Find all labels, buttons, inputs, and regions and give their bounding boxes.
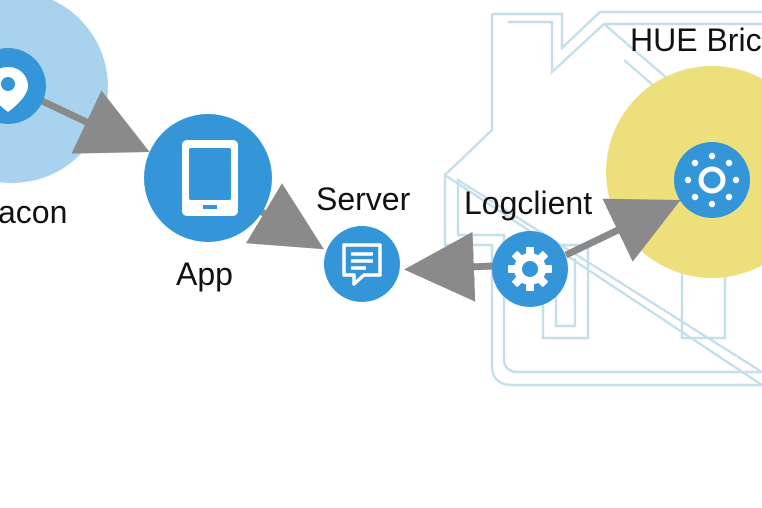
beacon-label: acon xyxy=(0,194,68,230)
hue-bridge-ring-icon xyxy=(684,152,740,208)
arrow-app-to-server xyxy=(245,183,325,250)
arrow-beacon-to-app xyxy=(38,90,150,154)
server-node xyxy=(324,226,400,302)
server-label: Server xyxy=(316,181,411,217)
arrow-logclient-to-bridge xyxy=(564,198,681,262)
hue-bridge-label: HUE Bric xyxy=(630,22,762,58)
chat-message-icon xyxy=(342,243,382,286)
hue-bridge-node xyxy=(674,142,750,218)
house-left-roof xyxy=(444,14,494,176)
app-label: App xyxy=(176,256,233,292)
house-outline-inner xyxy=(456,20,762,374)
gear-icon xyxy=(508,247,552,291)
beacon-node xyxy=(0,48,46,124)
logclient-label: Logclient xyxy=(464,185,593,221)
app-node xyxy=(144,114,272,242)
logclient-node xyxy=(492,231,568,307)
location-pin-icon xyxy=(0,67,28,112)
tablet-icon xyxy=(182,140,238,216)
server-circle xyxy=(324,226,400,302)
arrow-logclient-to-server xyxy=(404,231,495,302)
house-door-frame xyxy=(541,243,590,340)
